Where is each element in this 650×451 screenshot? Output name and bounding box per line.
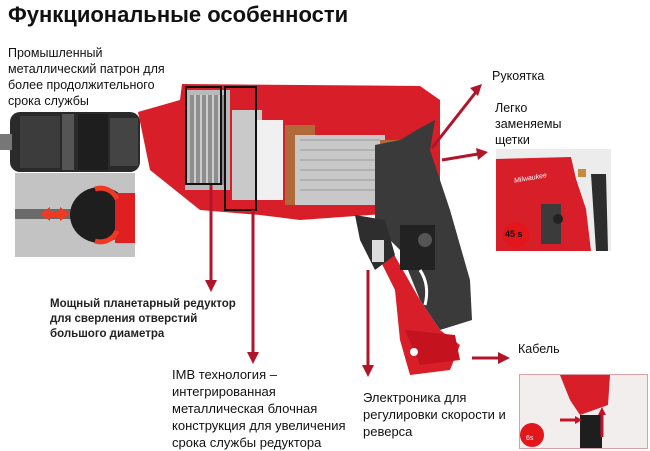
brushes-time-badge: 45 s: [505, 229, 523, 239]
imb-highlight-box: [224, 86, 257, 211]
brushes-inset-photo: Milwaukee 45 s: [496, 149, 611, 251]
page-title: Функциональные особенности: [8, 2, 349, 27]
label-chuck: Промышленный металлический патрон для бо…: [8, 46, 165, 108]
chuck-inset-photo: [15, 173, 135, 257]
label-gearbox: Мощный планетарный редуктор для сверлени…: [50, 298, 236, 340]
label-electronics: Электроника для регулировки скорости и р…: [363, 390, 506, 439]
cable-inset-photo: 6s: [519, 374, 648, 449]
label-brushes: Легко заменяемы щетки: [495, 101, 562, 147]
label-cable: Кабель: [518, 342, 560, 356]
cable-time-badge: 6s: [526, 435, 534, 442]
callout-arrows: [205, 84, 510, 377]
label-handle: Рукоятка: [492, 69, 545, 83]
chuck: [0, 112, 140, 172]
gearbox-highlight-box: [185, 86, 222, 185]
label-imb: IMB технология – интегрированная металли…: [172, 367, 346, 450]
